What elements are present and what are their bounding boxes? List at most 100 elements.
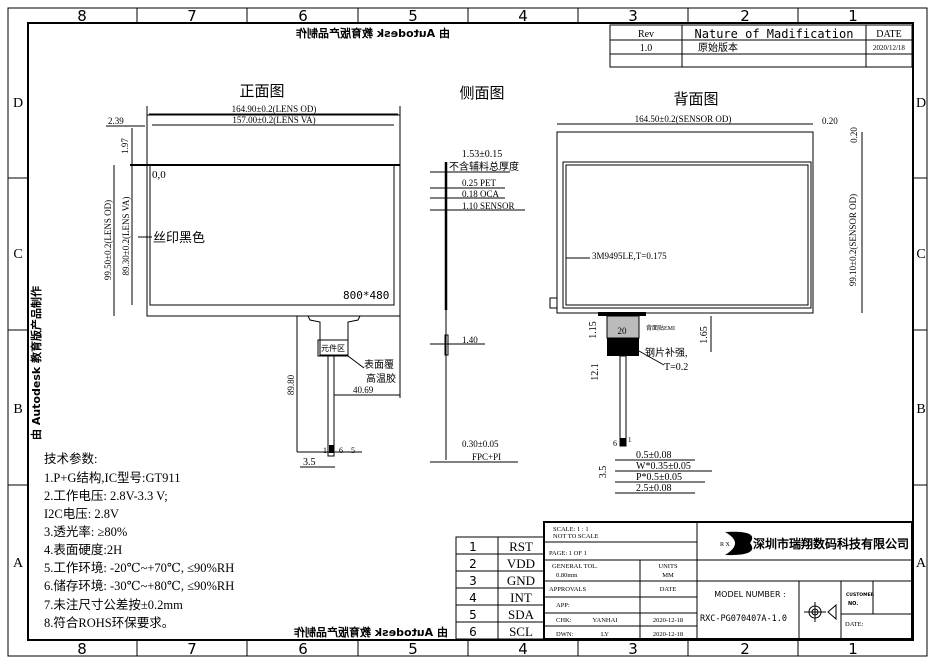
side-pet: 0.25 PET: [462, 178, 497, 188]
pin-table: 1 2 3 4 5 6 RST VDD GND INT SDA SCL: [455, 536, 545, 640]
company-logo: R X: [720, 531, 753, 556]
side-fpc: 0.30±0.05: [462, 439, 499, 449]
date-label: DATE: [660, 586, 677, 593]
date-value: 2020/12/18: [873, 44, 905, 52]
back-od-width: 164.50±0.2(SENSOR OD): [635, 114, 732, 124]
back-emi-label: 背面贴EMI: [646, 324, 675, 332]
back-steel-t: T=0.2: [664, 362, 688, 373]
back-f3: P*0.5±0.05: [636, 472, 682, 483]
col-label: 4: [518, 640, 528, 658]
side-fpc-note: FPC+PI: [472, 452, 501, 462]
fpc-length: 89.80: [286, 374, 296, 395]
silk-note: 丝印黑色: [153, 230, 205, 245]
chk-label: CHK:: [556, 617, 572, 624]
resolution-label: 800*480: [343, 289, 389, 302]
pin-number: 1: [469, 540, 477, 554]
col-label: 2: [740, 7, 750, 25]
col-label: 4: [518, 7, 528, 25]
rev-header: Rev: [638, 29, 654, 40]
front-va-height: 89.30±0.2(LENS VA): [121, 197, 131, 276]
tech-notes: 技术参数: 1.P+G结构,IC型号:GT911 2.工作电压: 2.8V-3.…: [44, 451, 234, 630]
col-label: 2: [740, 640, 750, 658]
page-label: PAGE: 1 OF 1: [549, 550, 587, 557]
customer-no-label: NO.: [848, 601, 858, 607]
col-label: 7: [187, 7, 197, 25]
tol-label: GENERAL TOL.: [552, 563, 598, 570]
back-right-offset: 0.20: [822, 116, 838, 126]
company-name: 深圳市瑞翔数码科技有限公司: [753, 536, 909, 551]
front-pin-6: 6: [339, 446, 343, 455]
note-line: 3.透光率: ≥80%: [44, 524, 127, 539]
col-label: 8: [77, 640, 87, 658]
col-label: 5: [408, 640, 418, 658]
back-d35: 3.5: [598, 466, 609, 479]
pin-name: SCL: [509, 624, 533, 639]
back-f2: W*0.35±0.05: [636, 461, 691, 472]
zone-dividers: [8, 8, 927, 656]
watermark-top: 由 Autodesk 教育版产品制作: [296, 26, 450, 40]
back-d121: 12.1: [590, 363, 601, 381]
row-labels: D C B A D C B A: [13, 96, 927, 571]
watermark-bottom: 由 Autodesk 教育版产品制作: [294, 625, 448, 639]
row-label: C: [13, 247, 22, 262]
model-number: RXC-PG070407A-1.0: [700, 614, 787, 624]
model-label: MODEL NUMBER :: [714, 590, 786, 599]
col-label: 3: [628, 7, 638, 25]
back-pin-6: 6: [613, 439, 617, 448]
col-label: 8: [77, 7, 87, 25]
side-stiff: 1.40: [462, 335, 478, 345]
units-label: UNITS: [658, 563, 678, 570]
front-top-offset: 1.97: [120, 138, 130, 154]
date-header: DATE: [876, 29, 902, 40]
front-pin-1: 1: [323, 446, 327, 455]
logo-text: R X: [720, 542, 731, 548]
app-label: APP:: [556, 602, 570, 609]
note-line: 5.工作环境: -20℃~+70℃, ≤90%RH: [44, 560, 234, 575]
back-steel: 钢片补强,: [645, 346, 688, 359]
front-origin: 0,0: [152, 169, 166, 181]
front-view: 164.90±0.2(LENS OD) 157.00±0.2(LENS VA) …: [103, 104, 401, 468]
units-value: MM: [662, 572, 674, 579]
approvals-label: APPROVALS: [549, 586, 586, 593]
pin-name: SDA: [508, 607, 535, 622]
watermark-left: 由 Autodesk 教育版产品制作: [29, 286, 43, 440]
col-label: 1: [848, 7, 858, 25]
note-line: 7.未注尺寸公差按±0.2mm: [44, 597, 183, 612]
note-line: 4.表面硬度:2H: [44, 542, 122, 557]
customer-label: CUSTOMER: [846, 592, 875, 598]
pin-number: 2: [469, 557, 477, 571]
row-label: A: [13, 556, 24, 571]
back-d115: 1.15: [588, 321, 599, 339]
front-od-height: 99.50±0.2(LENS OD): [103, 200, 113, 280]
pin-number: 4: [469, 591, 477, 605]
side-total: 1.53±0.15: [462, 149, 503, 160]
back-tape: 3M9495LE,T=0.175: [592, 251, 667, 261]
back-view: 164.50±0.2(SENSOR OD) 0.20 0.20 99.10±0.…: [549, 114, 863, 494]
side-view-title: 侧面图: [459, 85, 504, 102]
note-line: 6.储存环境: -30℃~+80℃, ≤90%RH: [44, 578, 234, 593]
projection-symbol-icon: [804, 602, 837, 622]
inner-frame: [27, 22, 914, 641]
cover-note-2: 高温胶: [366, 372, 396, 385]
side-view: 1.53±0.15 不含辅料总厚度 0.25 PET 0.18 OCA 1.10…: [430, 149, 525, 463]
back-f4: 2.5±0.08: [636, 483, 672, 494]
front-od-width: 164.90±0.2(LENS OD): [232, 104, 317, 114]
column-labels-bottom: 8 7 6 5 4 3 2 1: [77, 640, 858, 658]
row-label: B: [916, 402, 925, 417]
customer-date-label: DATE:: [845, 621, 864, 628]
note-line: 1.P+G结构,IC型号:GT911: [44, 470, 180, 485]
pin-number: 3: [469, 574, 477, 588]
front-pin-5: 5: [351, 446, 355, 455]
front-fpc-pitch: 3.5: [303, 457, 316, 468]
note-line: 技术参数:: [44, 451, 97, 466]
back-top-offset: 0.20: [849, 127, 859, 143]
outer-frame: [7, 7, 928, 657]
front-left-offset: 2.39: [108, 116, 124, 126]
pin-name: GND: [507, 573, 535, 588]
row-label: B: [13, 402, 22, 417]
row-label: C: [916, 247, 925, 262]
dwn-date: 2020-12-18: [653, 631, 683, 638]
cover-note-1: 表面覆: [364, 358, 394, 371]
fpc-offset: 40.69: [353, 385, 374, 395]
